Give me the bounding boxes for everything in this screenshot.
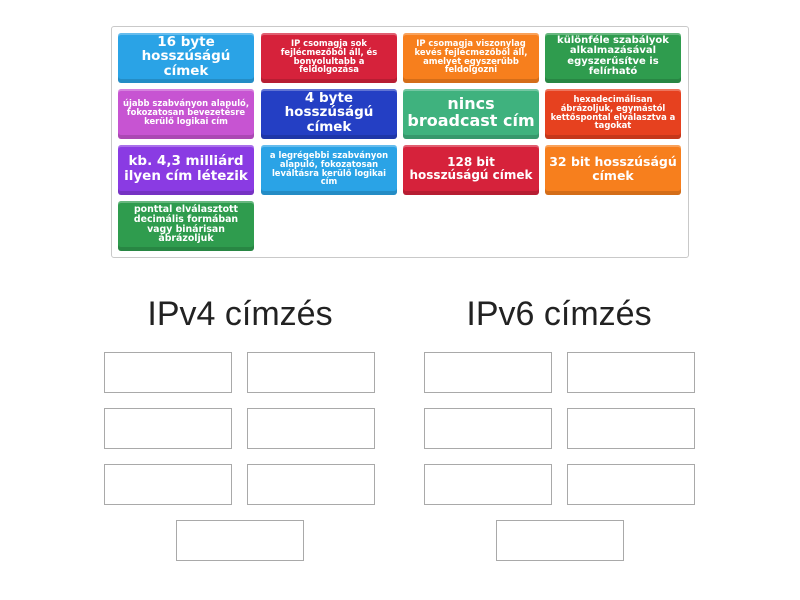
drop-slot-ipv6-5[interactable]: [424, 464, 552, 505]
group-title-ipv4: IPv4 címzés: [147, 295, 333, 333]
drop-slot-ipv4-7[interactable]: [176, 520, 304, 561]
card-32-bit[interactable]: 32 bit hosszúságú címek: [545, 145, 681, 195]
card-4-byte[interactable]: 4 byte hosszúságú címek: [261, 89, 397, 139]
card-4-3-billion[interactable]: kb. 4,3 milliárd ilyen cím létezik: [118, 145, 254, 195]
drop-slot-ipv6-7[interactable]: [496, 520, 624, 561]
drop-slot-ipv4-3[interactable]: [104, 408, 232, 449]
card-128-bit[interactable]: 128 bit hosszúságú címek: [403, 145, 539, 195]
drop-slot-ipv4-5[interactable]: [104, 464, 232, 505]
card-ipv6-header-simple[interactable]: IP csomagja viszonylag kevés fejlécmezőb…: [403, 33, 539, 83]
drop-slot-ipv4-4[interactable]: [247, 408, 375, 449]
card-hexadecimal[interactable]: hexadecimálisan ábrázoljuk, egymástól ke…: [545, 89, 681, 139]
card-ipv4-header-complex[interactable]: IP csomagja sok fejlécmezőből áll, és bo…: [261, 33, 397, 83]
card-label: különféle szabályok alkalmazásával egysz…: [557, 34, 669, 77]
card-no-broadcast[interactable]: nincs broadcast cím: [403, 89, 539, 139]
drop-slot-ipv6-6[interactable]: [567, 464, 695, 505]
card-label: 32 bit hosszúságú címek: [549, 154, 677, 183]
card-label: IP csomagja viszonylag kevés fejlécmezőb…: [414, 37, 528, 75]
card-label: 16 byte hosszúságú címek: [141, 34, 231, 79]
card-newer-standard[interactable]: újabb szabványon alapuló, fokozatosan be…: [118, 89, 254, 139]
card-label: 128 bit hosszúságú címek: [409, 154, 533, 182]
group-title-ipv6: IPv6 címzés: [466, 295, 652, 333]
drop-slot-ipv4-2[interactable]: [247, 352, 375, 393]
card-label: nincs broadcast cím: [407, 93, 535, 130]
card-label: IP csomagja sok fejlécmezőből áll, és bo…: [280, 37, 378, 75]
card-label: a legrégebbi szabványon alapuló, fokozat…: [269, 149, 389, 187]
drop-slot-ipv6-2[interactable]: [567, 352, 695, 393]
drop-slot-ipv6-1[interactable]: [424, 352, 552, 393]
card-label: újabb szabványon alapuló, fokozatosan be…: [123, 98, 249, 126]
card-label: ponttal elválasztott decimális formában …: [133, 203, 239, 245]
drop-slot-ipv4-6[interactable]: [247, 464, 375, 505]
drop-slot-ipv6-4[interactable]: [567, 408, 695, 449]
card-simplified-notation[interactable]: különféle szabályok alkalmazásával egysz…: [545, 33, 681, 83]
drop-slot-ipv6-3[interactable]: [424, 408, 552, 449]
drop-slot-ipv4-1[interactable]: [104, 352, 232, 393]
card-dotted-decimal[interactable]: ponttal elválasztott decimális formában …: [118, 201, 254, 251]
card-label: kb. 4,3 milliárd ilyen cím létezik: [124, 153, 248, 184]
card-label: 4 byte hosszúságú címek: [284, 90, 374, 135]
card-oldest-standard[interactable]: a legrégebbi szabványon alapuló, fokozat…: [261, 145, 397, 195]
card-16-byte[interactable]: 16 byte hosszúságú címek: [118, 33, 254, 83]
card-label: hexadecimálisan ábrázoljuk, egymástól ke…: [550, 93, 676, 131]
card-tray: 16 byte hosszúságú címek IP csomagja sok…: [111, 26, 689, 258]
